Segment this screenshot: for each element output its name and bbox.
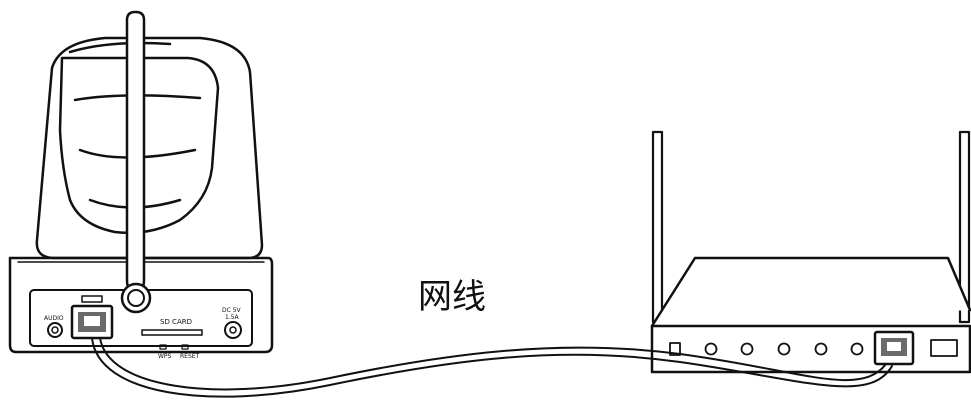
dc-label: DC 5V [222,307,242,314]
router-ethernet-port [873,330,915,366]
camera-face [58,56,220,235]
ip-camera [8,10,274,354]
router-top [650,256,971,328]
router-leds [704,342,864,356]
wps-label: WPS [158,353,172,360]
network-cable [91,337,893,398]
router [650,130,971,374]
audio-label: AUDIO [44,315,64,322]
router-antenna-left [651,130,664,324]
router-slot [930,339,958,357]
router-power-button [669,342,681,356]
antenna [120,10,152,314]
router-antenna-right [958,130,971,324]
sd-card-slot [141,329,203,350]
camera-base [8,256,274,354]
camera-ethernet-port [70,295,114,340]
cable-label: 网线 [418,277,486,317]
dc-sub-label: 1.5A [225,314,240,321]
reset-label: RESET [180,353,200,360]
sd-card-label: SD CARD [160,318,192,326]
dc-power-jack [224,321,242,339]
audio-jack [47,322,63,338]
camera-head [35,36,264,260]
